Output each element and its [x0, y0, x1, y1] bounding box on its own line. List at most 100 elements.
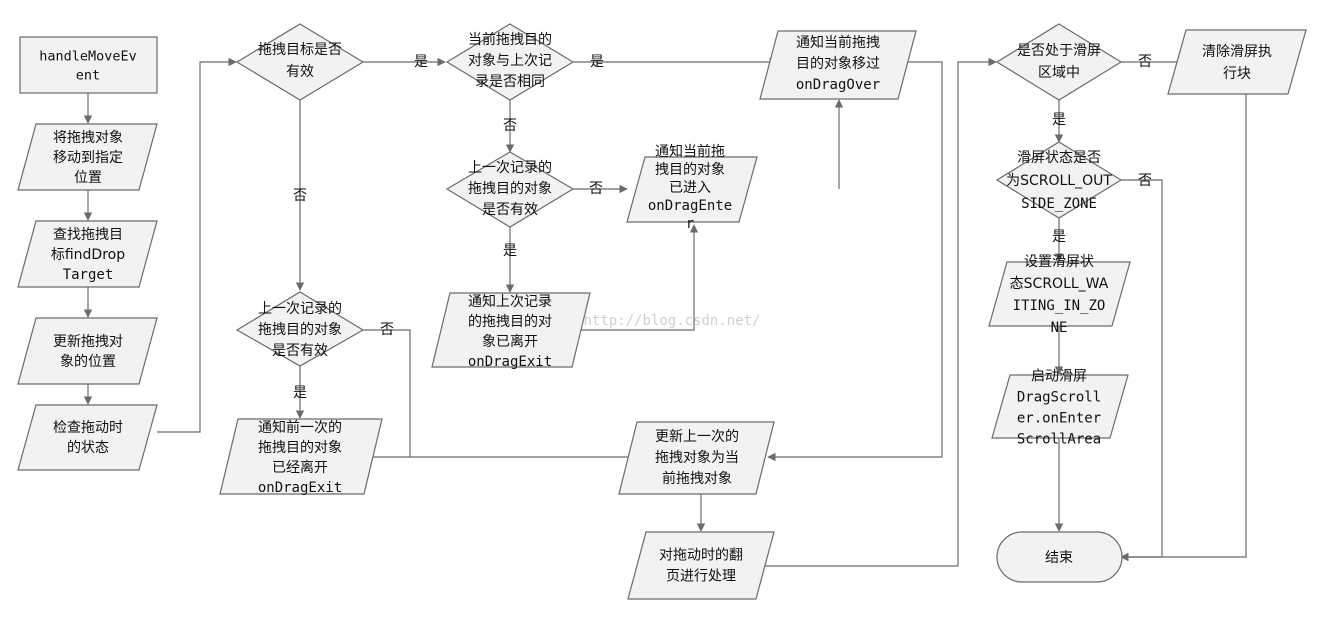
node-find-target [17, 220, 158, 288]
node-last-valid-2 [235, 291, 365, 367]
node-text-line: 更新拖拽对 [53, 334, 123, 350]
node-text-line: 的状态 [67, 440, 109, 456]
node-text-line: 拖拽目的对象 [258, 440, 342, 456]
text-notify-over: 通知当前拖拽目的对象移过 onDragOver [796, 34, 880, 93]
edge-check-to-target-valid [157, 57, 237, 433]
watermark: http://blog.csdn.net/ [583, 313, 760, 329]
node-text-line: 更新上一次的 [655, 429, 739, 445]
text-target-valid: 拖拽目标是否有效 [258, 42, 342, 80]
node-text-line: Target [63, 267, 114, 283]
text-update-pos: 更新拖拽对象的位置 [53, 334, 123, 370]
text-end: 结束 [1045, 550, 1073, 566]
text-update-last: 更新上一次的拖拽对象为当前拖拽对象 [655, 429, 739, 487]
label-scroll-zone-no: 否 [1138, 54, 1152, 70]
node-text-line: 上一次记录的 [258, 301, 342, 317]
node-text-line: DragScroll [1017, 390, 1101, 406]
edge-exit-to-enter [572, 224, 699, 331]
node-text-line: SIDE_ZONE [1021, 196, 1097, 212]
node-text-line: 目的对象移过 [796, 56, 880, 72]
node-text-line: er.onEnter [1017, 411, 1101, 427]
node-text-line: 当前拖拽目的 [468, 31, 552, 48]
node-text-line: 有效 [286, 64, 314, 80]
node-set-scroll-state [988, 261, 1131, 327]
node-text-line: 态SCROLL_WA [1010, 276, 1109, 292]
text-last-valid-1: 上一次记录的拖拽目的对象是否有效 [468, 160, 552, 218]
node-text-line: ITING_IN_ZO [1013, 298, 1106, 314]
node-update-pos [17, 317, 158, 385]
node-update-last [618, 421, 775, 495]
node-text-line: 启动滑屏 [1031, 368, 1087, 385]
node-text-line: 拽目的对象 [655, 162, 725, 178]
node-text-line: 拖拽目的对象 [258, 322, 342, 338]
label-last-valid-1-yes: 是 [503, 243, 517, 259]
node-notify-exit-2 [219, 418, 383, 495]
shapes [17, 23, 1307, 600]
node-text-line: 对象与上次记 [468, 53, 552, 69]
node-text-line: 结束 [1045, 550, 1073, 566]
label-scroll-zone-yes: 是 [1052, 112, 1066, 128]
node-text-line: 页进行处理 [666, 569, 736, 585]
label-last-valid-1-no: 否 [589, 181, 603, 197]
node-text-line: 拖拽目的对象 [468, 181, 552, 197]
node-in-scroll-zone [995, 23, 1123, 101]
node-same-as-last [445, 23, 575, 101]
node-start [19, 36, 158, 94]
label-same-no: 否 [503, 118, 517, 134]
label-target-valid-no: 否 [293, 188, 307, 204]
node-text-line: 通知上次记录 [468, 293, 552, 310]
node-text-line: 对拖动时的翻 [659, 548, 743, 564]
node-text-line: 前拖拽对象 [662, 470, 732, 487]
text-in-scroll-zone: 是否处于滑屏区域中 [1017, 42, 1101, 81]
text-move-drag: 将拖拽对象移动到指定位置 [53, 130, 123, 186]
node-text-line: 区域中 [1038, 65, 1080, 81]
node-target-valid [235, 23, 365, 101]
node-text-line: handleMoveEv [39, 49, 137, 65]
edge-last-valid-2-no [363, 329, 637, 462]
node-text-line: 是否处于滑屏 [1017, 42, 1101, 59]
text-page-turn: 对拖动时的翻页进行处理 [659, 548, 743, 585]
node-text-line: 拖拽对象为当 [655, 450, 739, 466]
node-text-line: 查找拖拽目 [53, 227, 123, 243]
node-text-line: 将拖拽对象 [53, 130, 123, 146]
node-text-line: NE [1051, 320, 1068, 336]
node-text-line: 已经离开 [272, 459, 328, 476]
label-scroll-state-yes: 是 [1052, 229, 1066, 245]
node-text-line: r [686, 216, 694, 232]
node-text-line: onDragOver [796, 77, 880, 93]
label-last-valid-2-no: 否 [380, 322, 394, 338]
node-text-line: 滑屏状态是否 [1017, 149, 1101, 166]
text-same-as-last: 当前拖拽目的对象与上次记录是否相同 [468, 31, 552, 90]
node-text-line: onDragEnte [648, 198, 732, 214]
node-text-line: 行块 [1223, 66, 1251, 82]
node-end [996, 531, 1123, 583]
node-texts: handleMoveEv ent 将拖拽对象移动到指定位置 查找拖拽目标findD… [39, 31, 1272, 585]
node-text-line: 录是否相同 [475, 74, 545, 90]
node-text-line: 位置 [74, 170, 102, 186]
edge-over-to-update-last [767, 61, 943, 462]
text-clear-scroll: 清除滑屏执行块 [1202, 43, 1272, 82]
edge-page-turn-to-scroll-zone [762, 57, 997, 567]
node-text-line: 清除滑屏执 [1202, 43, 1272, 60]
node-text-line: ScrollArea [1017, 432, 1101, 448]
node-text-line: 象的位置 [60, 354, 116, 370]
node-text-line: 上一次记录的 [468, 160, 552, 176]
node-text-line: 通知当前拖拽 [796, 34, 880, 51]
node-text-line: ent [76, 68, 100, 84]
node-text-line: 是否有效 [272, 343, 328, 359]
label-same-yes: 是 [590, 54, 604, 70]
text-start: handleMoveEv ent [39, 49, 137, 84]
label-target-valid-yes: 是 [414, 54, 428, 70]
node-text-line: 拖拽目标是否 [258, 42, 342, 58]
node-move-drag [17, 123, 158, 191]
node-scroll-state [995, 141, 1123, 219]
node-notify-exit-1 [431, 292, 591, 368]
